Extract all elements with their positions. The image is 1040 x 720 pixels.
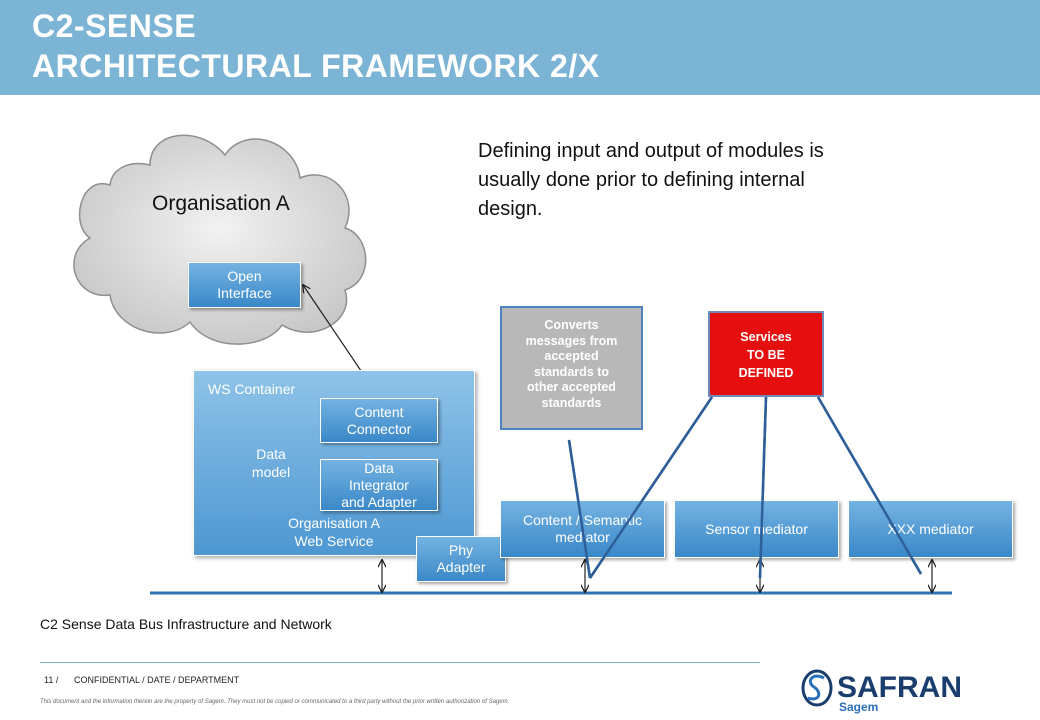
slide-title-line-1: C2-SENSE <box>32 8 197 44</box>
slide-title: C2-SENSE ARCHITECTURAL FRAMEWORK 2/X <box>32 6 600 86</box>
sensor-mediator-label: Sensor mediator <box>705 520 808 537</box>
data-integrator-box: Data Integrator and Adapter <box>320 459 438 511</box>
content-connector-box: Content Connector <box>320 398 438 443</box>
content-semantic-mediator-box: Content / Semantic mediator <box>500 500 665 558</box>
phy-adapter-box: Phy Adapter <box>416 536 506 582</box>
data-bus-label: C2 Sense Data Bus Infrastructure and Net… <box>40 616 332 632</box>
converts-callout: Converts messages from accepted standard… <box>500 306 643 430</box>
organisation-cloud-label: Organisation A <box>152 192 290 215</box>
services-callout-text: Services TO BE DEFINED <box>738 330 794 380</box>
title-bar: C2-SENSE ARCHITECTURAL FRAMEWORK 2/X <box>0 0 1040 95</box>
sensor-mediator-box: Sensor mediator <box>674 500 839 558</box>
slide-title-line-2: ARCHITECTURAL FRAMEWORK 2/X <box>32 48 600 84</box>
open-interface-box: Open Interface <box>188 262 301 308</box>
design-note: Defining input and output of modules is … <box>478 140 824 220</box>
xxx-mediator-label: XXX mediator <box>887 520 974 537</box>
content-semantic-mediator-label: Content / Semantic mediator <box>522 512 643 545</box>
safran-logo-text: SAFRAN <box>837 671 962 704</box>
web-service-label: Organisation A Web Service <box>288 515 380 549</box>
services-callout: Services TO BE DEFINED <box>708 311 824 397</box>
footer-divider <box>40 662 760 663</box>
safran-logo-mark <box>801 669 833 707</box>
content-connector-label: Content Connector <box>346 403 412 437</box>
open-interface-label: Open Interface <box>217 268 272 301</box>
converts-callout-text: Converts messages from accepted standard… <box>525 318 618 410</box>
footer-page-number: 11 / <box>44 675 59 685</box>
sagem-logo-text: Sagem <box>839 700 879 714</box>
ws-container-title: WS Container <box>208 381 296 397</box>
footer-confidential: CONFIDENTIAL / DATE / DEPARTMENT <box>74 675 240 685</box>
footer-disclaimer: This document and the information therei… <box>40 699 510 705</box>
xxx-mediator-box: XXX mediator <box>848 500 1013 558</box>
data-model-label: Data model <box>251 446 291 480</box>
data-integrator-label: Data Integrator and Adapter <box>341 459 417 510</box>
phy-adapter-label: Phy Adapter <box>436 542 486 575</box>
